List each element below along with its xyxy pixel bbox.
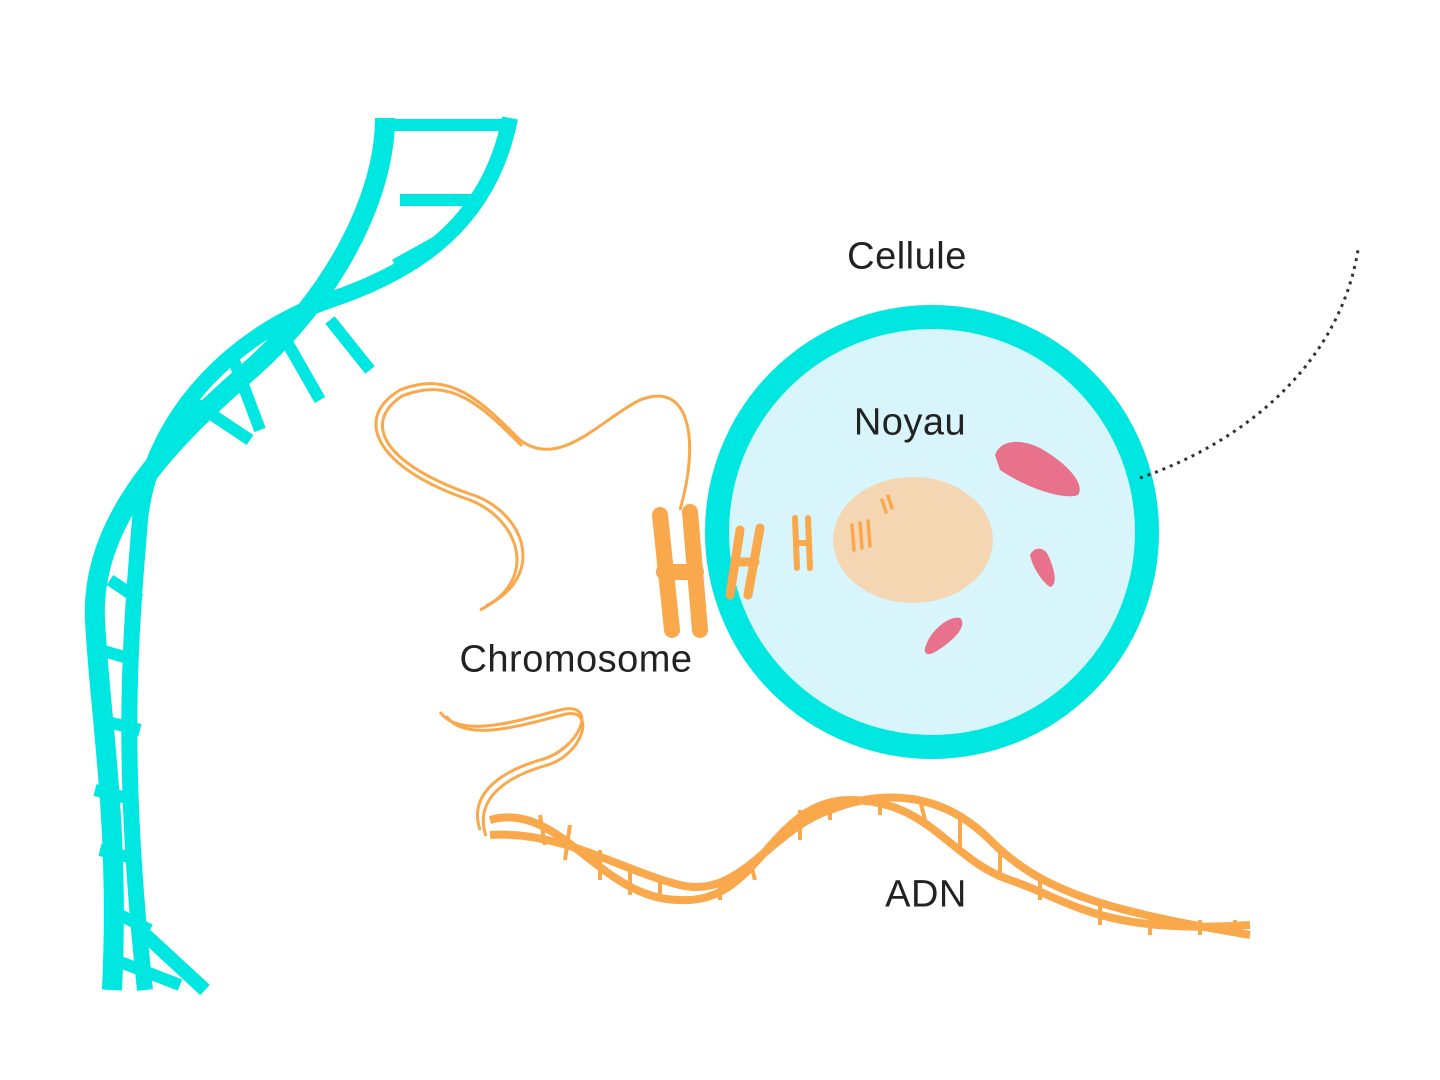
dotted-pointer-line bbox=[1139, 249, 1360, 480]
label-chromosome: Chromosome bbox=[459, 638, 693, 681]
chromosomes bbox=[652, 494, 894, 638]
nucleus bbox=[833, 477, 993, 603]
chromatin-threads bbox=[374, 382, 692, 837]
label-nucleus: Noyau bbox=[853, 401, 967, 444]
organelles bbox=[924, 441, 1080, 655]
label-cell: Cellule bbox=[847, 235, 967, 278]
label-dna: ADN bbox=[885, 873, 967, 916]
large-dna-helix bbox=[84, 116, 518, 996]
dna-strand bbox=[488, 793, 1251, 939]
